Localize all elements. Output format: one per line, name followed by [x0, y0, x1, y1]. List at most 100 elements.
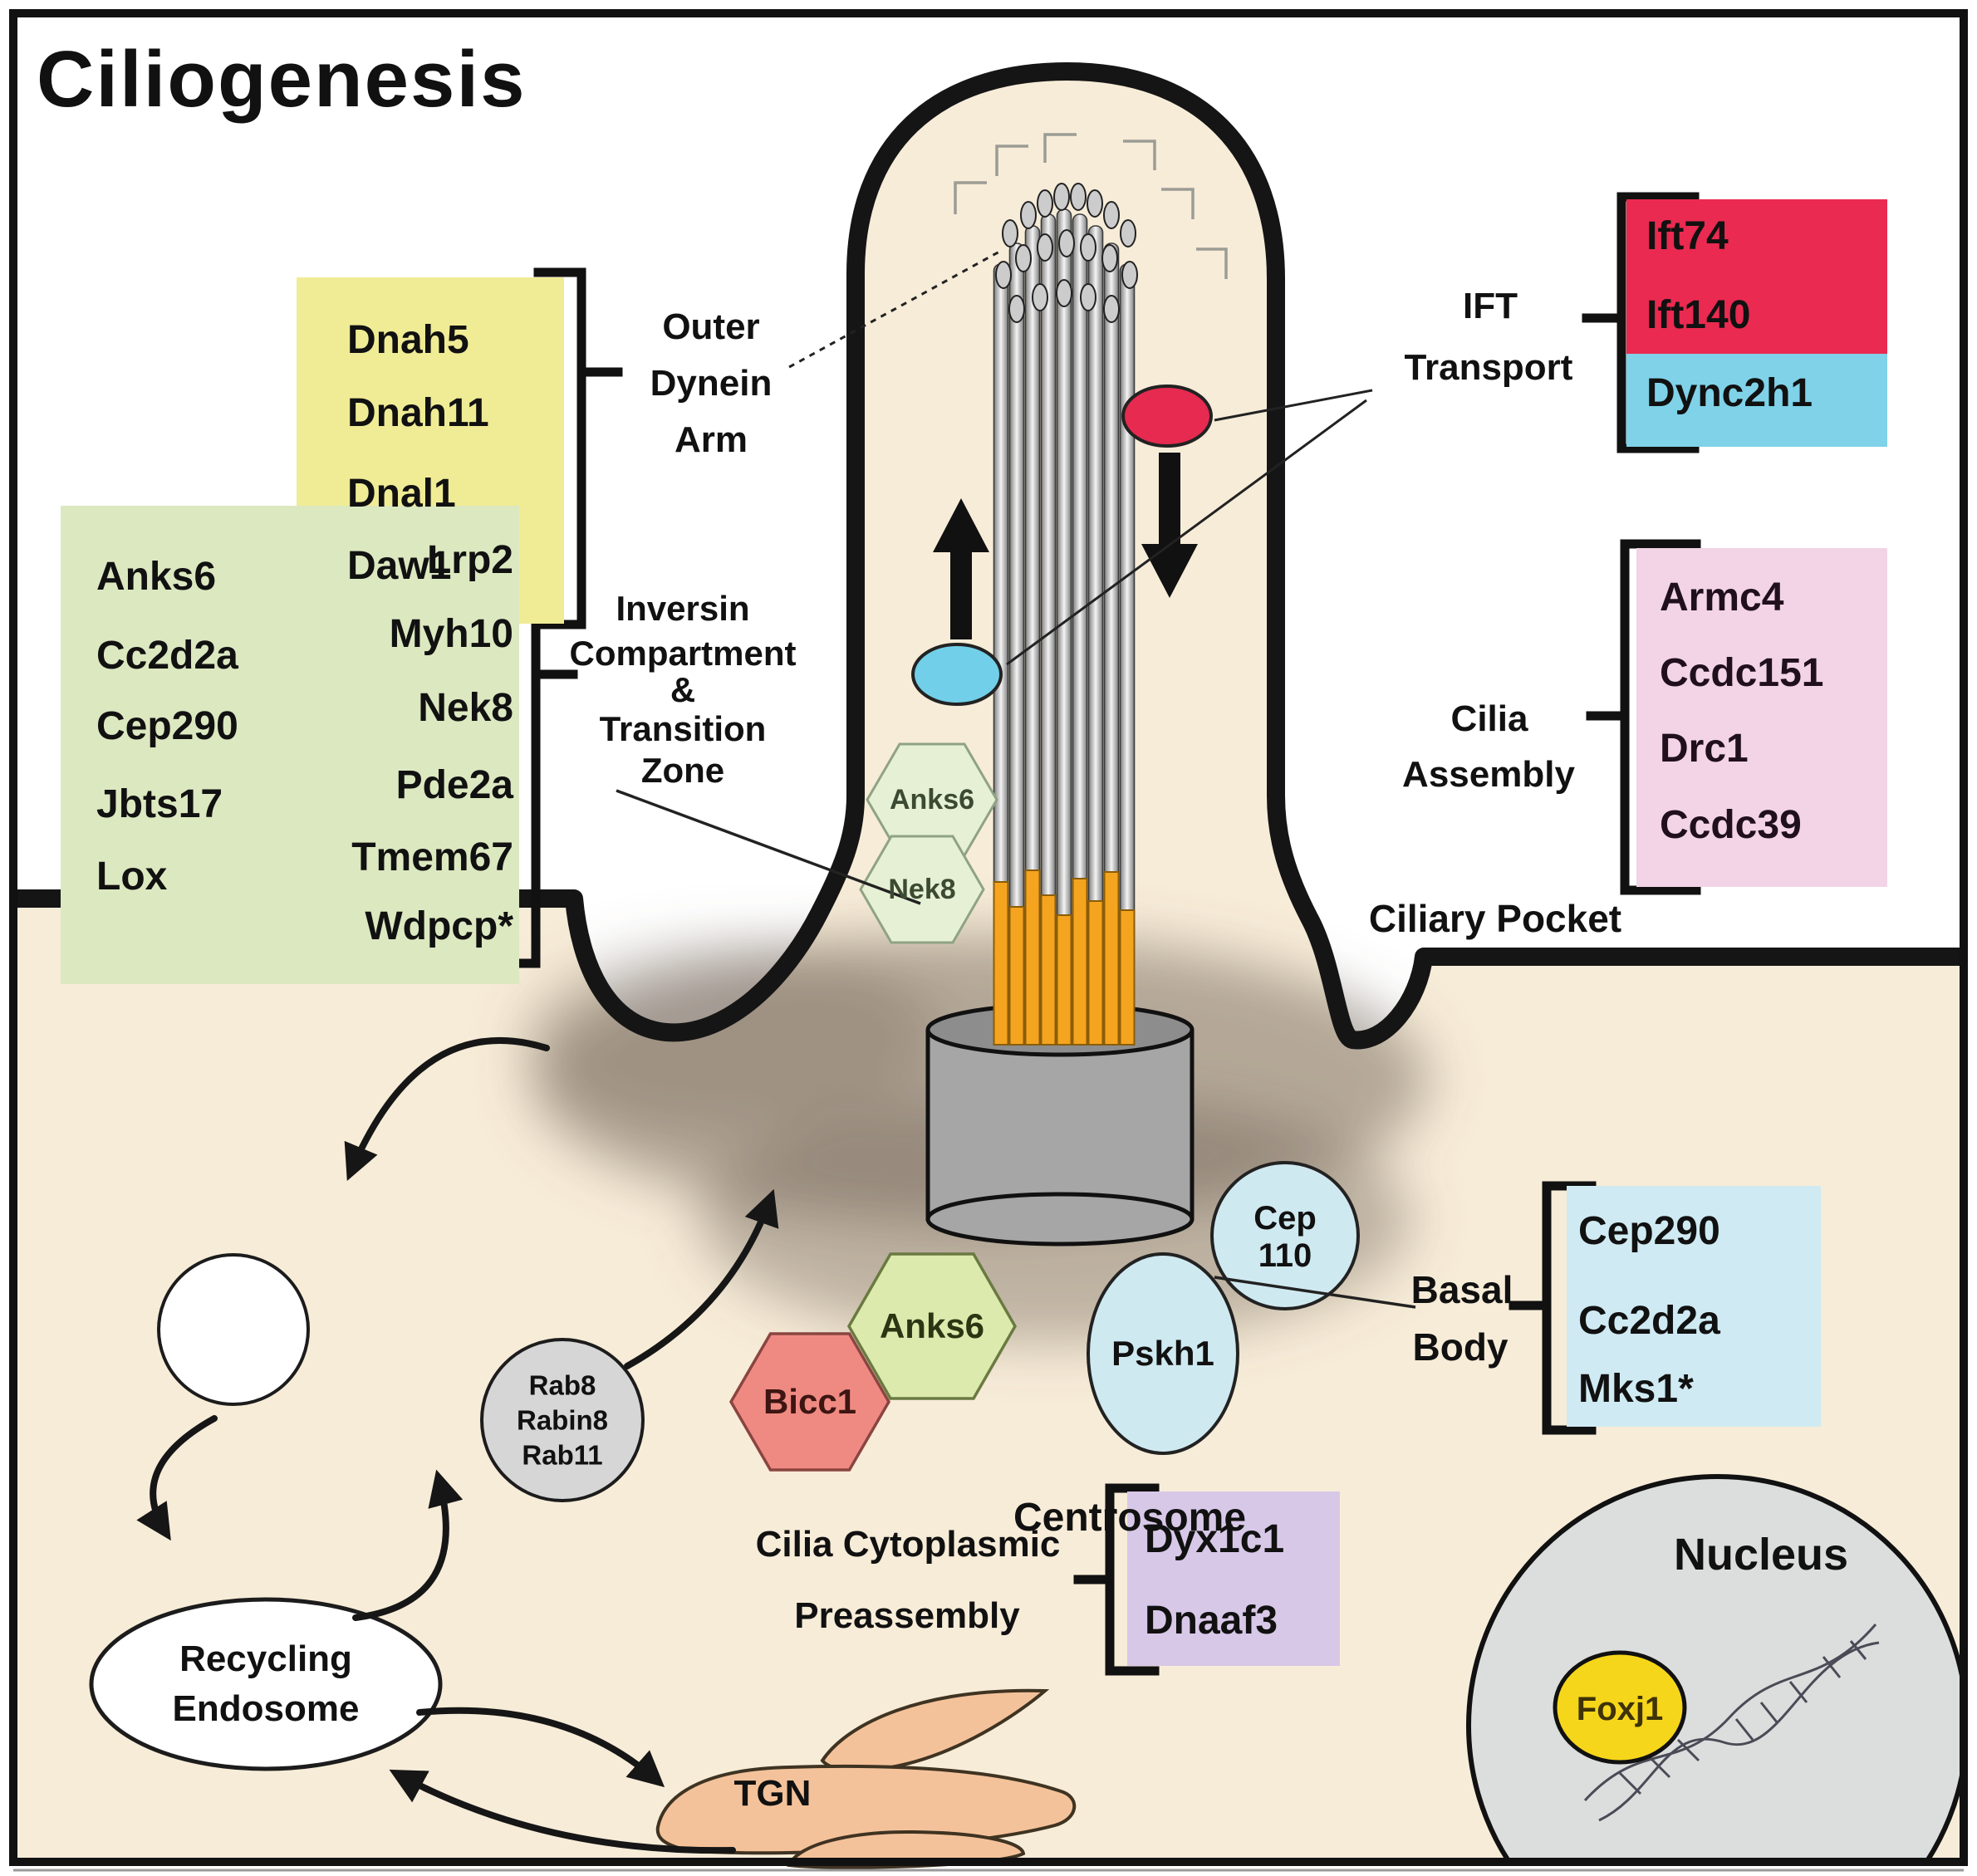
gene-label: Cc2d2a: [1578, 1299, 1720, 1343]
nucleus-body: [1466, 1474, 1962, 1860]
gene-label: Cep290: [96, 704, 238, 748]
arrow-endosome-to-rab: [352, 1469, 464, 1621]
gene-label: Drc1: [1660, 727, 1749, 771]
centrosome-anks6-label: Anks6: [879, 1306, 985, 1345]
cep110-label: Cep: [1253, 1200, 1317, 1237]
foxj1-node: [1553, 1650, 1687, 1765]
ift-transport-gene-box-red: [1626, 199, 1887, 354]
cilia-assembly-label: Cilia: [1450, 698, 1528, 739]
oda-bracket: [533, 267, 623, 629]
arrow-tgn-to-endosome: [389, 1769, 736, 1854]
basal-body-label: Body: [1412, 1325, 1509, 1369]
gene-label: Lrp2: [426, 538, 513, 582]
recycling-endosome-label: Recycling: [179, 1638, 352, 1679]
pskh1-node: [1087, 1252, 1239, 1455]
centrosome-label: Centrosome: [1013, 1496, 1247, 1540]
vesicle: [157, 1253, 310, 1406]
gene-label: Dnah11: [347, 391, 489, 435]
cilia-assembly-gene-box: [1636, 548, 1887, 887]
gene-label: Ift74: [1646, 214, 1729, 258]
tz-nek8-label: Nek8: [888, 874, 956, 905]
preassembly-label: Cilia Cytoplasmic: [755, 1524, 1061, 1565]
gene-label: Dnaaf3: [1145, 1599, 1278, 1643]
gene-label: Cep290: [1578, 1209, 1720, 1253]
plasma-membrane-outline: [13, 62, 1964, 1050]
foxj1-label: Foxj1: [1576, 1691, 1664, 1727]
inversin-gene-box: [61, 506, 519, 984]
recycling-endosome-label: Endosome: [172, 1688, 360, 1729]
centrosome-anks6-hexagon: [846, 1252, 1018, 1400]
ift-anterograde-particle: [911, 643, 1003, 706]
gene-label: Mks1*: [1578, 1367, 1694, 1411]
dynein-arm-ovals: [995, 183, 1138, 323]
outer-dynein-arm-label: Arm: [674, 419, 748, 460]
gene-label: Ift140: [1646, 293, 1751, 337]
gene-label: Myh10: [389, 612, 513, 656]
tip-bracket-marks: [954, 133, 1228, 279]
gene-label: Lox: [96, 855, 168, 899]
transition-zone-hexagons: [859, 742, 998, 944]
gene-label: Wdpcp*: [365, 904, 513, 948]
connector-lines: [616, 249, 1416, 1309]
inversin-label: Transition: [599, 709, 767, 748]
ift-pointer-line-blue: [1006, 399, 1367, 666]
ift-retrograde-particle: [1121, 385, 1213, 448]
tz-nek8-hexagon: [859, 835, 985, 944]
pskh1-label: Pskh1: [1111, 1334, 1214, 1373]
preassembly-label: Preassembly: [794, 1595, 1020, 1636]
rab-complex-node: [480, 1338, 645, 1502]
recycling-endosome-body: [89, 1597, 443, 1771]
cilia-assembly-bracket: [1586, 539, 1701, 895]
preassembly-bracket: [1073, 1483, 1160, 1676]
inversin-label: Inversin: [616, 589, 750, 628]
cep110-node: [1210, 1161, 1360, 1310]
gene-label: Daw1: [347, 544, 452, 588]
gene-label: Armc4: [1660, 576, 1784, 620]
figure-border: [9, 9, 1968, 1866]
ift-pointer-line-red: [1214, 389, 1373, 422]
gene-label: Pde2a: [395, 763, 513, 807]
gene-label: Dnal1: [347, 472, 456, 516]
inversin-pointer-line: [616, 789, 921, 905]
gene-label: Cc2d2a: [96, 634, 238, 678]
arrow-up-icon: [933, 498, 989, 639]
group-brackets: [404, 192, 1701, 1676]
tgn-label: TGN: [733, 1773, 812, 1814]
inversin-label: &: [670, 670, 696, 709]
arrow-down-icon: [1141, 453, 1198, 598]
dna-helix-icon: [1583, 1624, 1880, 1822]
cilia-assembly-label: Assembly: [1402, 754, 1575, 795]
gene-label: Ccdc151: [1660, 651, 1824, 695]
inversin-label: Zone: [640, 751, 725, 790]
cep110-label: 110: [1258, 1237, 1312, 1274]
axoneme-microtubules: [993, 208, 1136, 1026]
ift-transport-label: Transport: [1404, 347, 1573, 388]
gene-label: Jbts17: [96, 782, 223, 826]
arrow-vesicle-to-endosome: [136, 1415, 218, 1541]
nucleus-label: Nucleus: [1673, 1530, 1849, 1580]
ciliary-pocket-label: Ciliary Pocket: [1368, 897, 1622, 940]
ift-transport-gene-box-blue: [1626, 354, 1887, 447]
rab8-label: Rab8: [528, 1369, 596, 1401]
ift-transport-label: IFT: [1463, 286, 1518, 326]
gene-label: Dync2h1: [1646, 371, 1813, 415]
outer-dynein-arm-label: Dynein: [650, 363, 773, 404]
ift-bracket: [1582, 192, 1700, 453]
basal-body-label: Basal: [1410, 1268, 1513, 1311]
trafficking-arrows: [136, 1037, 779, 1854]
basal-body-gene-box: [1567, 1186, 1821, 1427]
oda-pointer-line: [788, 249, 1002, 369]
gene-label: Dnah5: [347, 318, 469, 362]
transition-zone-fibers: [993, 869, 1136, 1046]
basal-pointer-line: [1214, 1276, 1416, 1309]
rabin8-label: Rabin8: [516, 1404, 609, 1436]
gene-label: Tmem67: [351, 835, 513, 879]
rab11-label: Rab11: [522, 1439, 603, 1471]
bicc1-label: Bicc1: [763, 1382, 857, 1421]
arrow-to-membrane: [344, 1037, 550, 1181]
gene-label: Dyx1c1: [1145, 1517, 1285, 1561]
arrow-rab-to-basalbody: [624, 1188, 779, 1369]
preassembly-gene-box: [1127, 1491, 1340, 1666]
